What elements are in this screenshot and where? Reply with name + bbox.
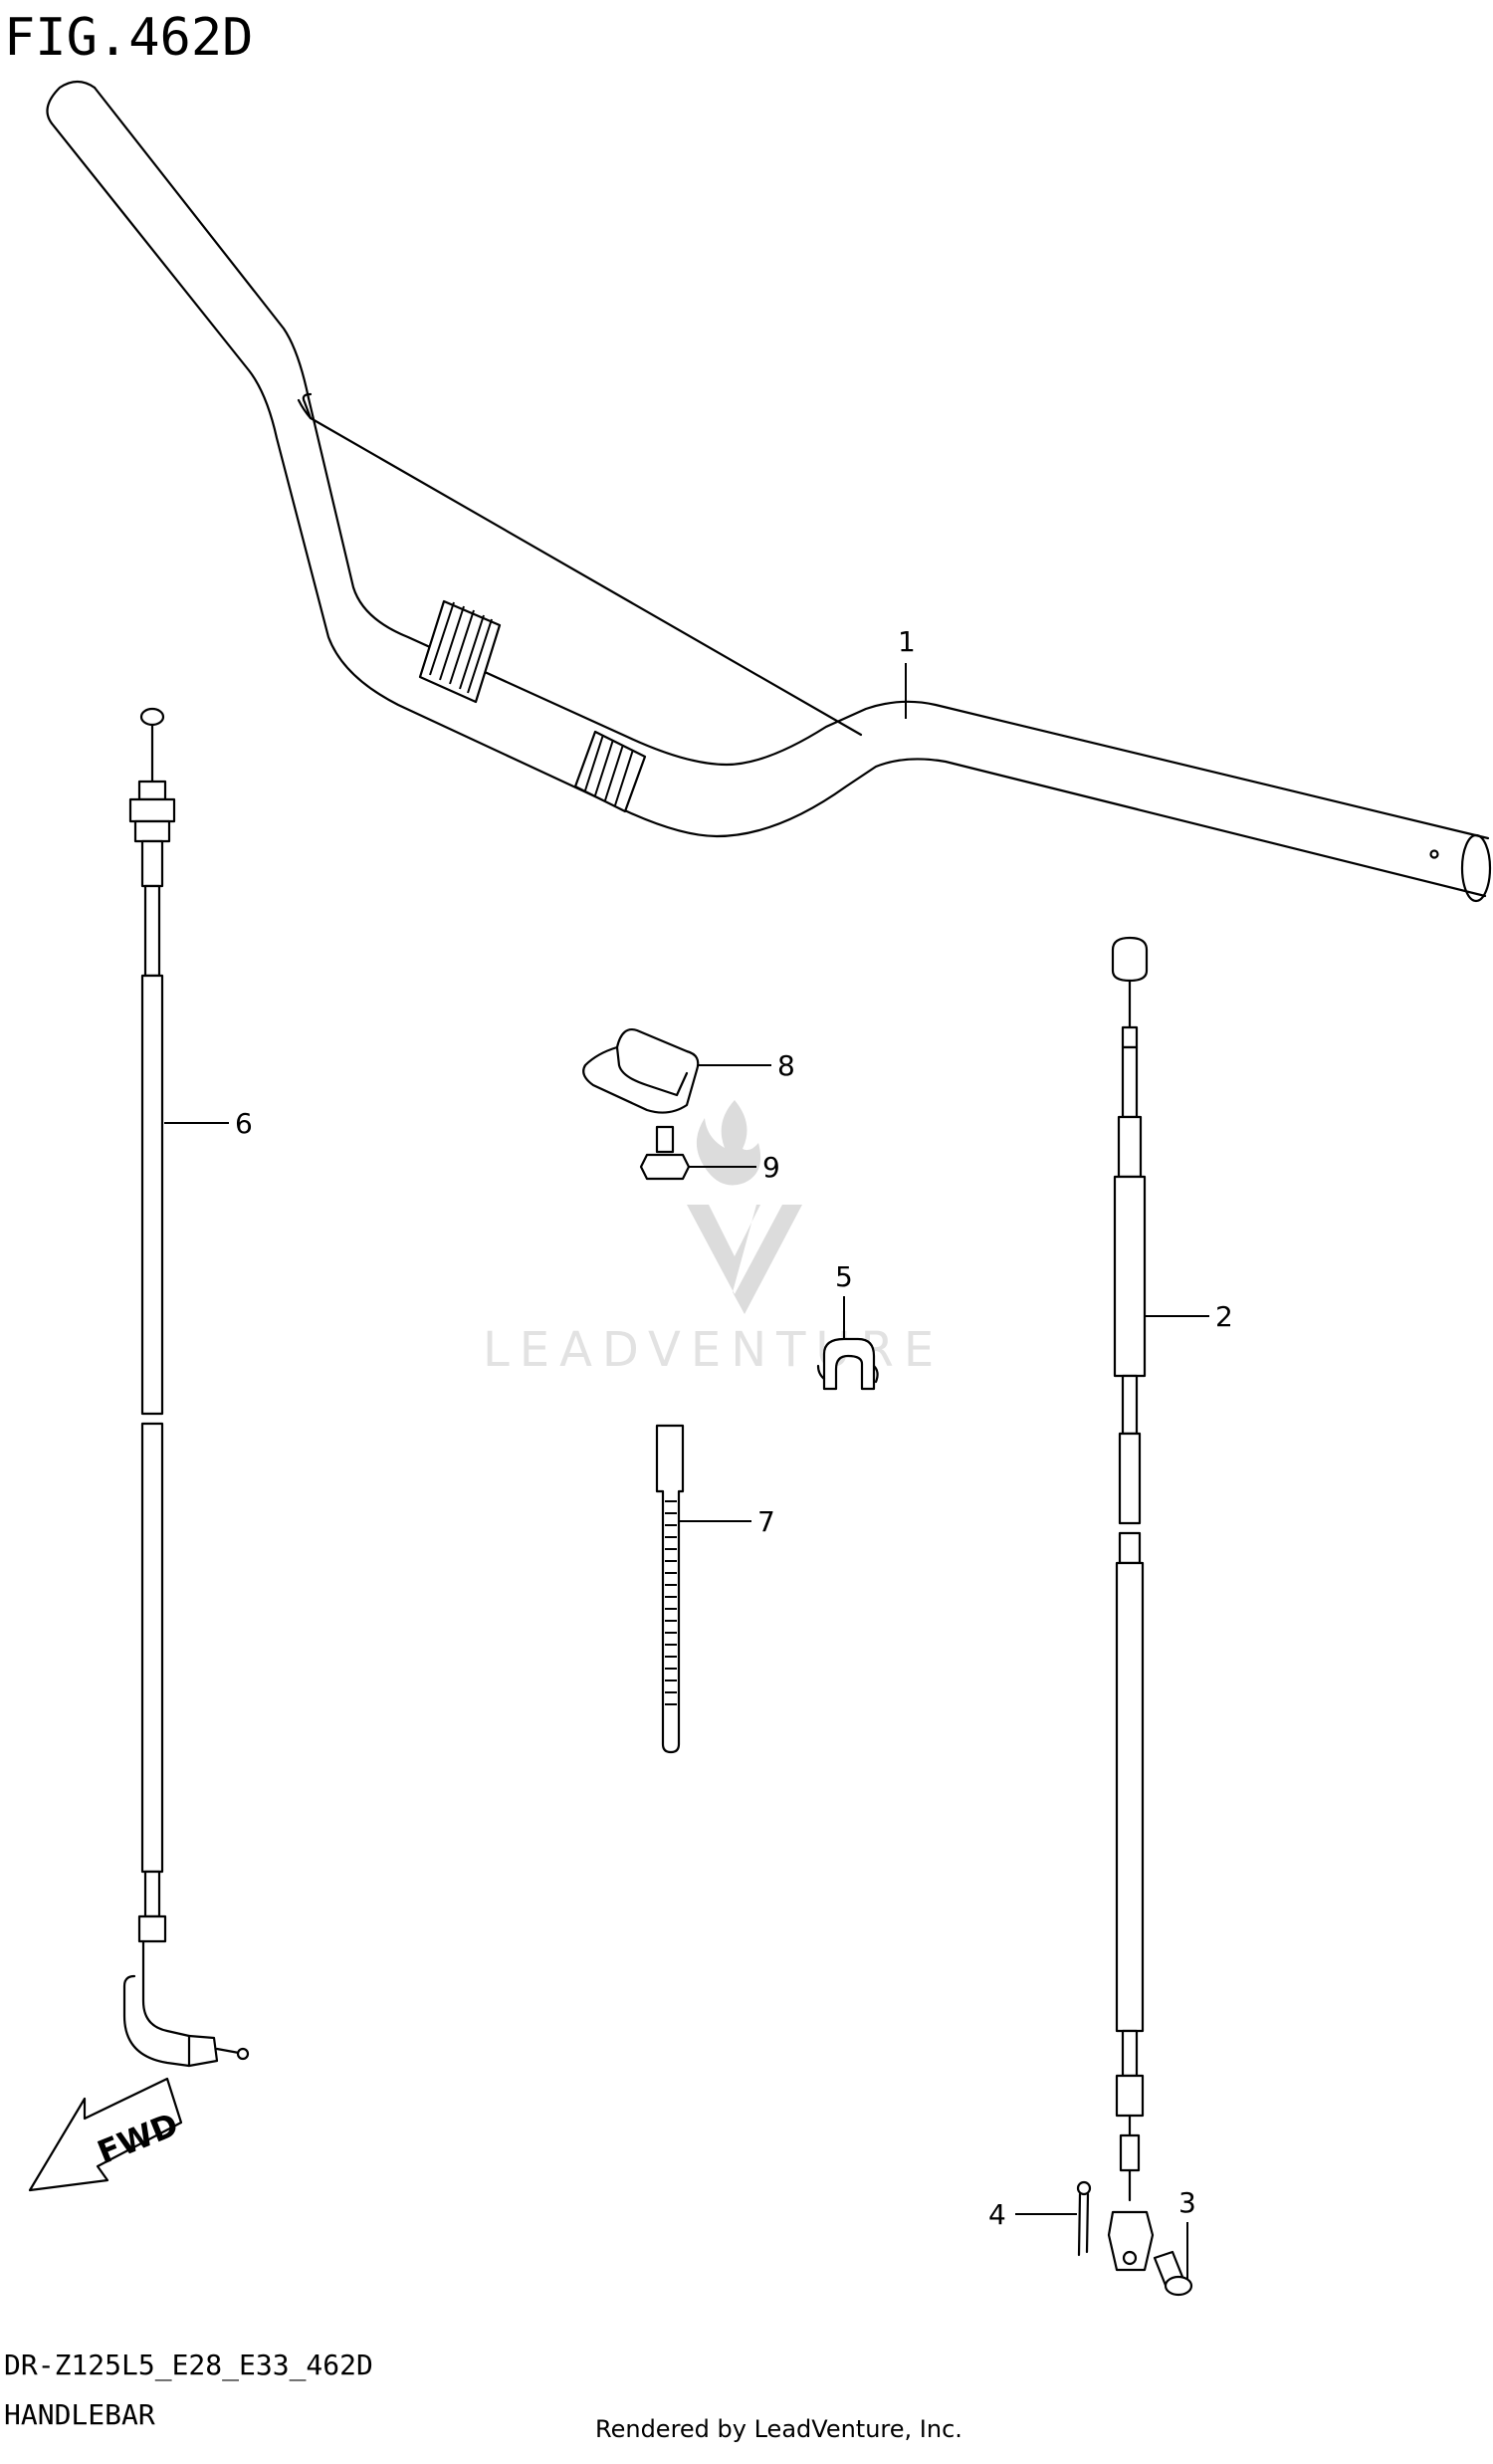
cable-clamp-part[interactable]: 5 [816,1260,879,1391]
figure-title: FIG.462D [4,8,253,68]
model-code: DR-Z125L5_E28_E33_462D [4,2349,373,2382]
callout-8: 8 [777,1049,795,1082]
grip-knurl-right [573,730,647,813]
render-credit: Rendered by LeadVenture, Inc. [595,2415,962,2443]
callout-3: 3 [1178,2186,1196,2219]
fwd-direction-arrow: FWD [28,2077,183,2192]
cable-guide-part[interactable]: 8 [582,1028,795,1114]
handlebar-part[interactable]: 1 [46,80,1492,903]
callout-7: 7 [757,1505,775,1538]
callout-4: 4 [988,2198,1006,2231]
callout-2: 2 [1215,1300,1233,1333]
screw-part[interactable]: 9 [639,1125,780,1184]
callout-6: 6 [235,1107,253,1140]
callout-5: 5 [835,1260,853,1293]
grip-knurl-left [418,599,502,704]
callout-9: 9 [762,1151,780,1184]
throttle-cable-part[interactable]: 6 [122,707,253,2068]
clutch-cable-part[interactable]: 2 [1107,936,1233,2272]
clevis-pin-part[interactable]: 3 [1153,2186,1196,2297]
section-name: HANDLEBAR [4,2398,155,2431]
callout-1: 1 [898,625,916,658]
cotter-pin-part[interactable]: 4 [988,2180,1092,2257]
cable-tie-part[interactable]: 7 [655,1424,775,1754]
watermark-logo [687,1100,802,1314]
